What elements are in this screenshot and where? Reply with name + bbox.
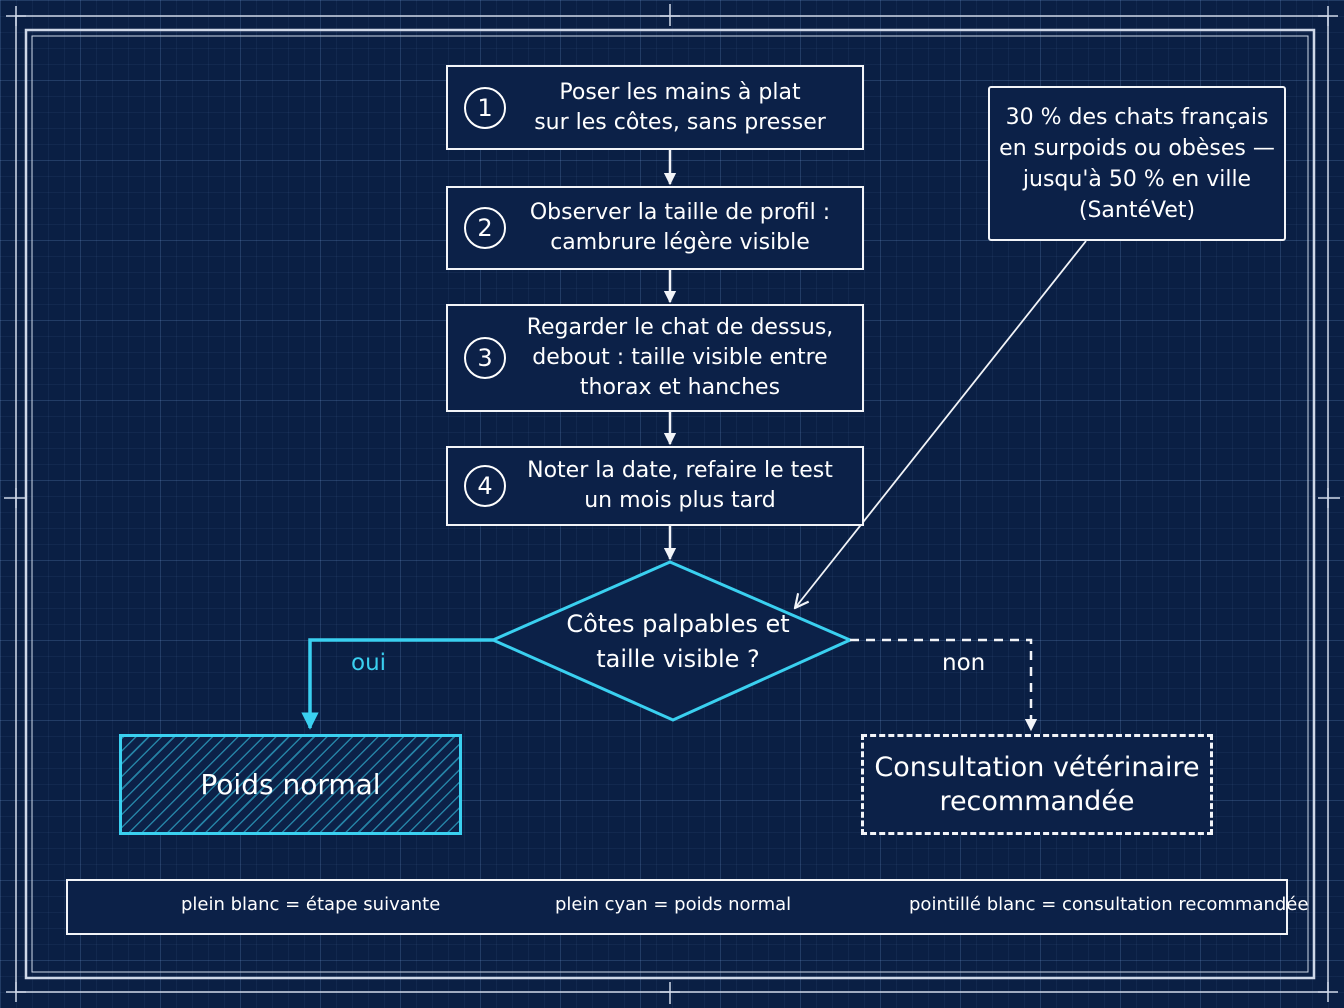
legend-label-solid-white: plein blanc = étape suivante — [181, 894, 441, 915]
branch-label-yes: oui — [351, 650, 387, 676]
statistic-note: 30 % des chats français en surpoids ou o… — [988, 86, 1286, 241]
decision-diamond — [489, 560, 854, 722]
decision-question: Côtes palpables et taille visible ? — [566, 610, 790, 673]
step-1-number: 1 — [464, 86, 506, 129]
step-3-text: Regarder le chat de dessus, debout : tai… — [526, 315, 834, 400]
inner-frame-rule — [31, 35, 1309, 973]
branch-label-no: non — [942, 650, 986, 676]
step-4-box: 4 Noter la date, refaire le test un mois… — [446, 446, 864, 526]
step-3-number: 3 — [464, 337, 506, 379]
note-pointer-arrow — [795, 240, 1087, 608]
arrow-yes-branch — [301, 638, 493, 730]
step-4-number: 4 — [464, 465, 506, 507]
step-2-text: Observer la taille de profil : cambrure … — [529, 200, 831, 255]
arrow-no-branch — [850, 638, 1038, 732]
step-3-box: 3 Regarder le chat de dessus, debout : t… — [446, 304, 864, 412]
step-2-number: 2 — [464, 207, 506, 249]
legend-label-dashed-white: pointillé blanc = consultation recommand… — [909, 894, 1309, 915]
outcome-normal-weight: Poids normal — [119, 734, 462, 835]
legend-box — [66, 879, 1288, 935]
inner-frame — [24, 28, 1316, 980]
frame-registration-marks — [4, 4, 1340, 1004]
legend-label-solid-cyan: plein cyan = poids normal — [555, 894, 792, 915]
step-1-text: Poser les mains à plat sur les côtes, sa… — [534, 79, 826, 135]
step-4-text: Noter la date, refaire le test un mois p… — [527, 458, 833, 513]
step-1-box: 1 Poser les mains à plat sur les côtes, … — [446, 65, 864, 150]
outcome-vet-consultation: Consultation vétérinaire recommandée — [861, 734, 1213, 835]
step-2-box: 2 Observer la taille de profil : cambrur… — [446, 186, 864, 270]
